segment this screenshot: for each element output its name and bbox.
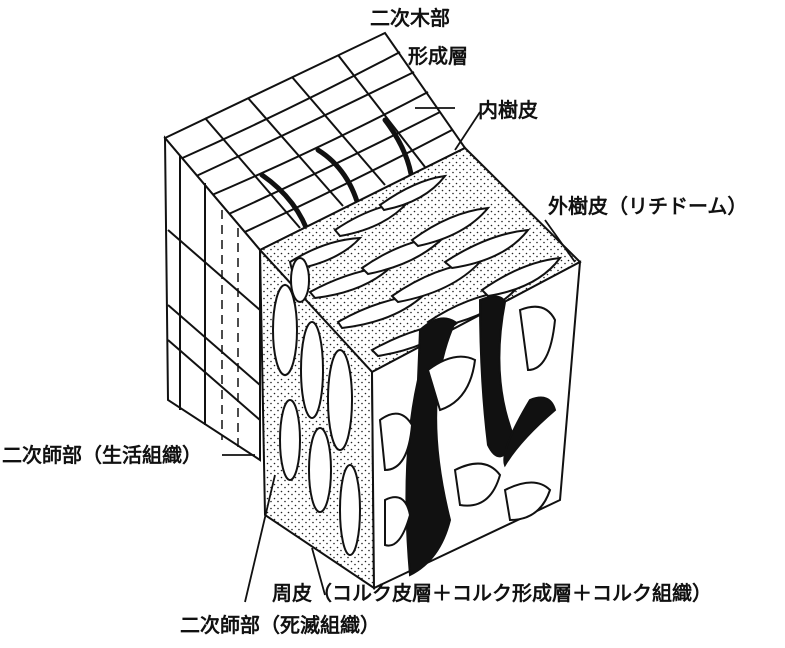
wood-top-face <box>163 31 467 252</box>
bark-right-face <box>370 260 582 590</box>
label-outer-bark: 外樹皮（リチドーム） <box>548 194 748 218</box>
label-periderm: 周皮（コルク皮層＋コルク形成層＋コルク組織） <box>272 581 712 605</box>
leader-lines <box>222 107 576 603</box>
wood-front-face <box>163 135 261 462</box>
label-secondary-phloem-dead: 二次師部（死滅組織） <box>180 613 380 637</box>
label-secondary-phloem-living: 二次師部（生活組織） <box>2 443 202 467</box>
dark-fissure-3 <box>503 396 557 468</box>
label-secondary-xylem: 二次木部 <box>370 6 450 30</box>
label-cambium: 形成層 <box>408 44 468 68</box>
label-inner-bark: 内樹皮 <box>478 98 538 122</box>
dark-fissure-1 <box>405 317 457 577</box>
